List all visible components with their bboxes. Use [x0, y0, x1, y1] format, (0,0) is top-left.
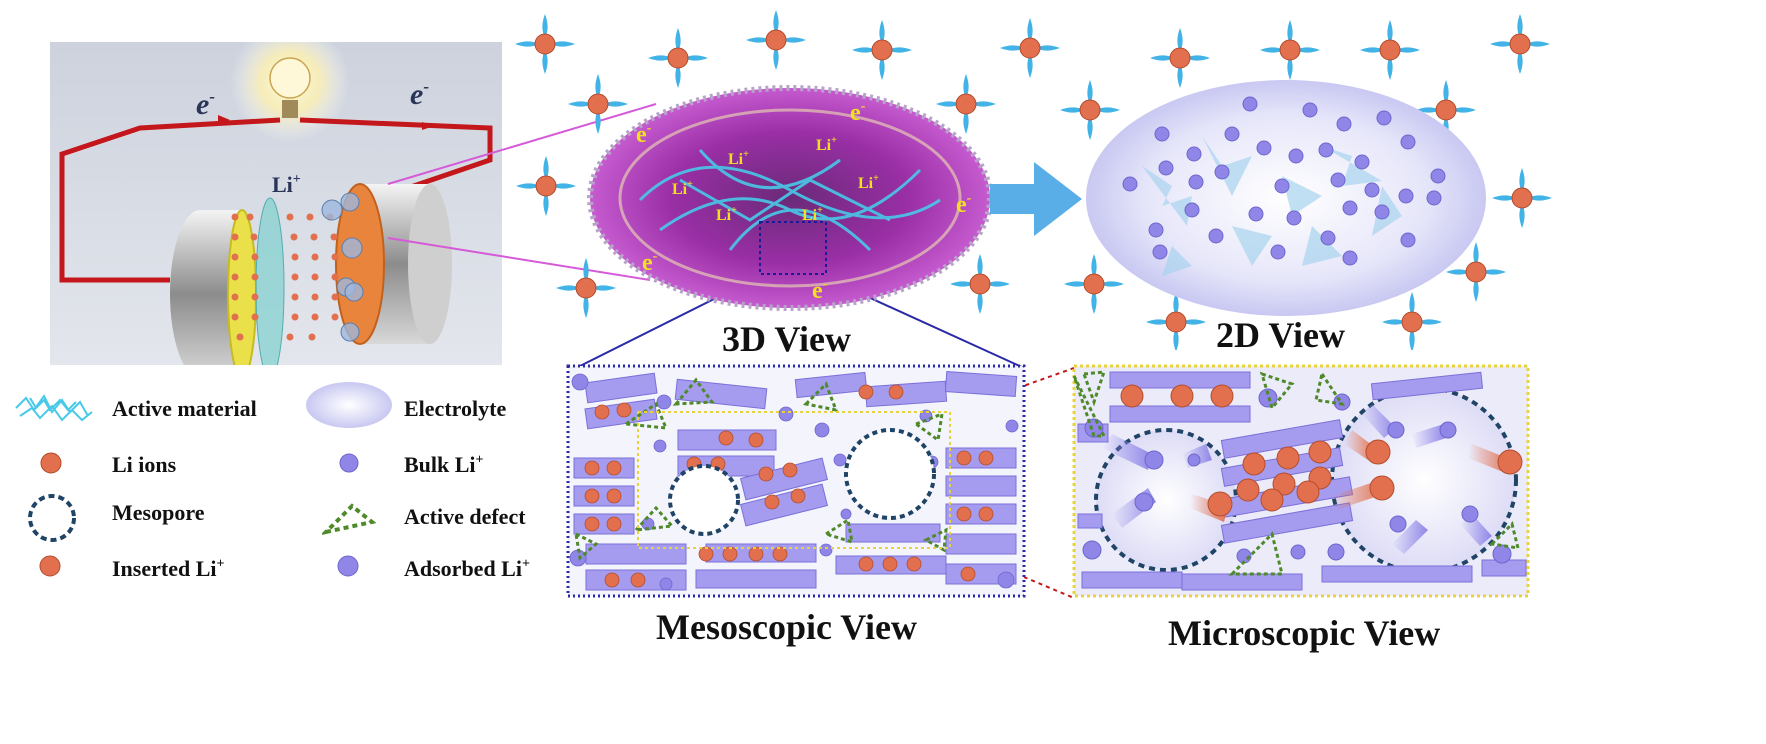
adsorbed-li-icon	[337, 555, 359, 577]
battery-li-label: Li+	[272, 172, 301, 197]
battery-illustration: e- e- Li+	[50, 42, 502, 365]
sphere-electron-3: e-	[956, 191, 972, 218]
view-3d-title: 3D View	[722, 319, 851, 359]
active-material-icon	[15, 394, 93, 422]
sphere-electron-4: e-	[642, 249, 658, 276]
right-arrow	[990, 162, 1082, 236]
electrolyte-icon	[306, 382, 392, 428]
sphere-li-4: Li+	[858, 173, 879, 192]
legend-inserted-li: Inserted Li+	[112, 556, 225, 581]
sphere-electron-5: e-	[812, 277, 828, 304]
li-ions-icon	[40, 452, 62, 474]
microscopic-title: Microscopic View	[1168, 613, 1441, 653]
legend-li-ions: Li ions	[112, 452, 177, 477]
legend-active-material: Active material	[112, 396, 257, 421]
mesoscopic-title: Mesoscopic View	[656, 607, 917, 647]
legend-active-defect: Active defect	[404, 504, 526, 529]
inserted-li-icon	[39, 555, 61, 577]
ellipse-2d	[1086, 80, 1486, 316]
active-defect-icon	[322, 503, 376, 535]
battery-electron-right: e-	[410, 77, 429, 111]
sphere-electron-2: e-	[850, 99, 866, 126]
microscopic-panel	[1072, 364, 1530, 598]
sphere-li-5: Li+	[716, 205, 737, 224]
sphere-li-2: Li+	[816, 135, 837, 154]
sphere-li-1: Li+	[728, 149, 749, 168]
sphere-li-6: Li+	[802, 205, 823, 224]
bulk-li-icon	[339, 453, 359, 473]
sphere-3d: e- e- e- e- e- Li+ Li+ Li+ Li+ Li+ Li+	[587, 85, 993, 311]
legend: Active material Electrolyte Li ions Bulk…	[0, 370, 566, 590]
battery-electron-left: e-	[196, 87, 215, 121]
sphere-li-3: Li+	[672, 179, 693, 198]
legend-mesopore: Mesopore	[112, 500, 205, 525]
legend-adsorbed-li: Adsorbed Li+	[404, 556, 530, 581]
mesopore-icon	[28, 494, 76, 542]
legend-electrolyte: Electrolyte	[404, 396, 507, 421]
mesoscopic-panel	[566, 364, 1026, 598]
legend-bulk-li: Bulk Li+	[404, 452, 484, 477]
view-2d-title: 2D View	[1216, 315, 1345, 355]
sphere-electron-1: e-	[636, 121, 652, 148]
